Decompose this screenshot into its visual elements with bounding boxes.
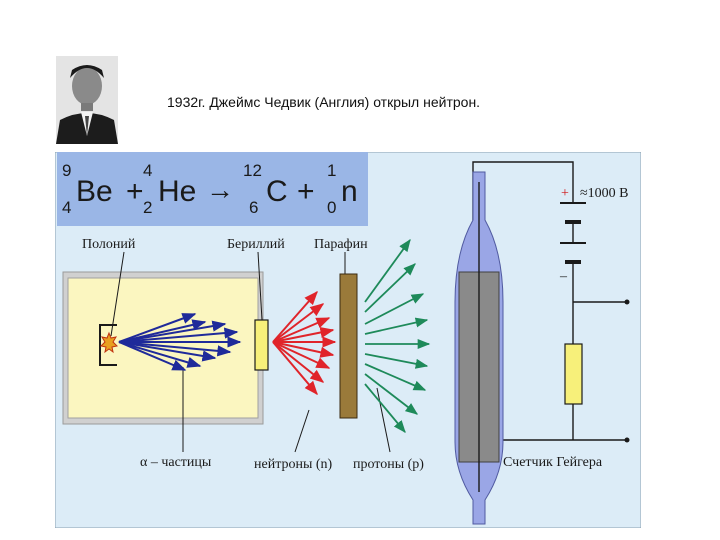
c-symbol: C <box>266 175 288 208</box>
label-protons: протоны (p) <box>353 457 424 472</box>
neutron-ray <box>272 326 335 343</box>
terminal-point <box>624 437 630 443</box>
label-paraffin: Парафин <box>314 237 368 252</box>
be-mass: 9 <box>62 161 71 180</box>
beryllium-block <box>254 319 269 371</box>
neutron-ray <box>272 341 318 396</box>
proton-ray <box>364 373 418 415</box>
neutrons-leader <box>294 409 310 453</box>
neutron-ray <box>272 290 318 343</box>
neutron-ray <box>272 341 325 383</box>
label-alpha: α – частицы <box>140 455 212 470</box>
n-charge: 0 <box>327 198 336 217</box>
minus-terminal: – <box>559 269 568 284</box>
resistor <box>564 343 583 405</box>
plus-2: + <box>297 175 315 208</box>
n-symbol: n <box>341 175 358 208</box>
alpha-ray <box>118 341 217 362</box>
c-charge: 6 <box>249 198 258 217</box>
protons-leader <box>376 387 391 453</box>
neutron-ray <box>272 341 331 369</box>
paraffin-block <box>339 273 358 419</box>
proton-ray <box>364 383 406 433</box>
geiger-counter <box>454 171 504 525</box>
proton-ray <box>364 353 429 369</box>
plus-terminal: + <box>561 186 569 201</box>
proton-ray <box>364 317 429 335</box>
chamber-interior <box>67 277 259 419</box>
proton-ray <box>364 363 427 391</box>
alpha-ray <box>118 327 239 343</box>
beryllium-leader <box>257 251 263 321</box>
alpha-ray <box>118 341 202 368</box>
alpha-ray <box>118 320 227 343</box>
n-mass: 1 <box>327 161 336 180</box>
be-symbol: Be <box>76 175 113 208</box>
plus-1: + <box>126 175 144 208</box>
alpha-ray <box>118 341 187 371</box>
alpha-ray <box>118 341 232 357</box>
terminal-point <box>624 299 630 305</box>
reaction-arrow: → <box>206 174 234 205</box>
proton-ray <box>364 263 416 313</box>
neutron-ray <box>272 317 331 343</box>
polonium-leader <box>110 251 125 337</box>
label-polonium: Полоний <box>82 237 136 252</box>
label-geiger: Счетчик Гейгера <box>503 455 603 470</box>
proton-ray <box>364 238 411 303</box>
label-neutrons: нейтроны (n) <box>254 457 333 472</box>
equation-box <box>57 152 368 226</box>
he-symbol: He <box>158 175 196 208</box>
he-charge: 2 <box>143 198 152 217</box>
discovery-caption: 1932г. Джеймс Чедвик (Англия) открыл ней… <box>167 94 481 110</box>
be-charge: 4 <box>62 198 71 217</box>
polonium-holder <box>99 324 117 366</box>
proton-ray <box>364 293 425 325</box>
neutron-ray <box>272 341 335 358</box>
polonium-source <box>99 331 119 354</box>
neutron-ray <box>272 303 325 343</box>
label-beryllium: Бериллий <box>227 237 285 252</box>
alpha-ray <box>118 313 197 343</box>
chadwick-portrait <box>56 56 118 144</box>
he-mass: 4 <box>143 161 152 180</box>
c-mass: 12 <box>243 161 262 180</box>
chadwick-experiment-diagram: 9 4 Be + 4 2 He → 12 6 C + 1 0 n Полоний… <box>55 152 641 528</box>
label-voltage: ≈1000 В <box>580 186 629 201</box>
